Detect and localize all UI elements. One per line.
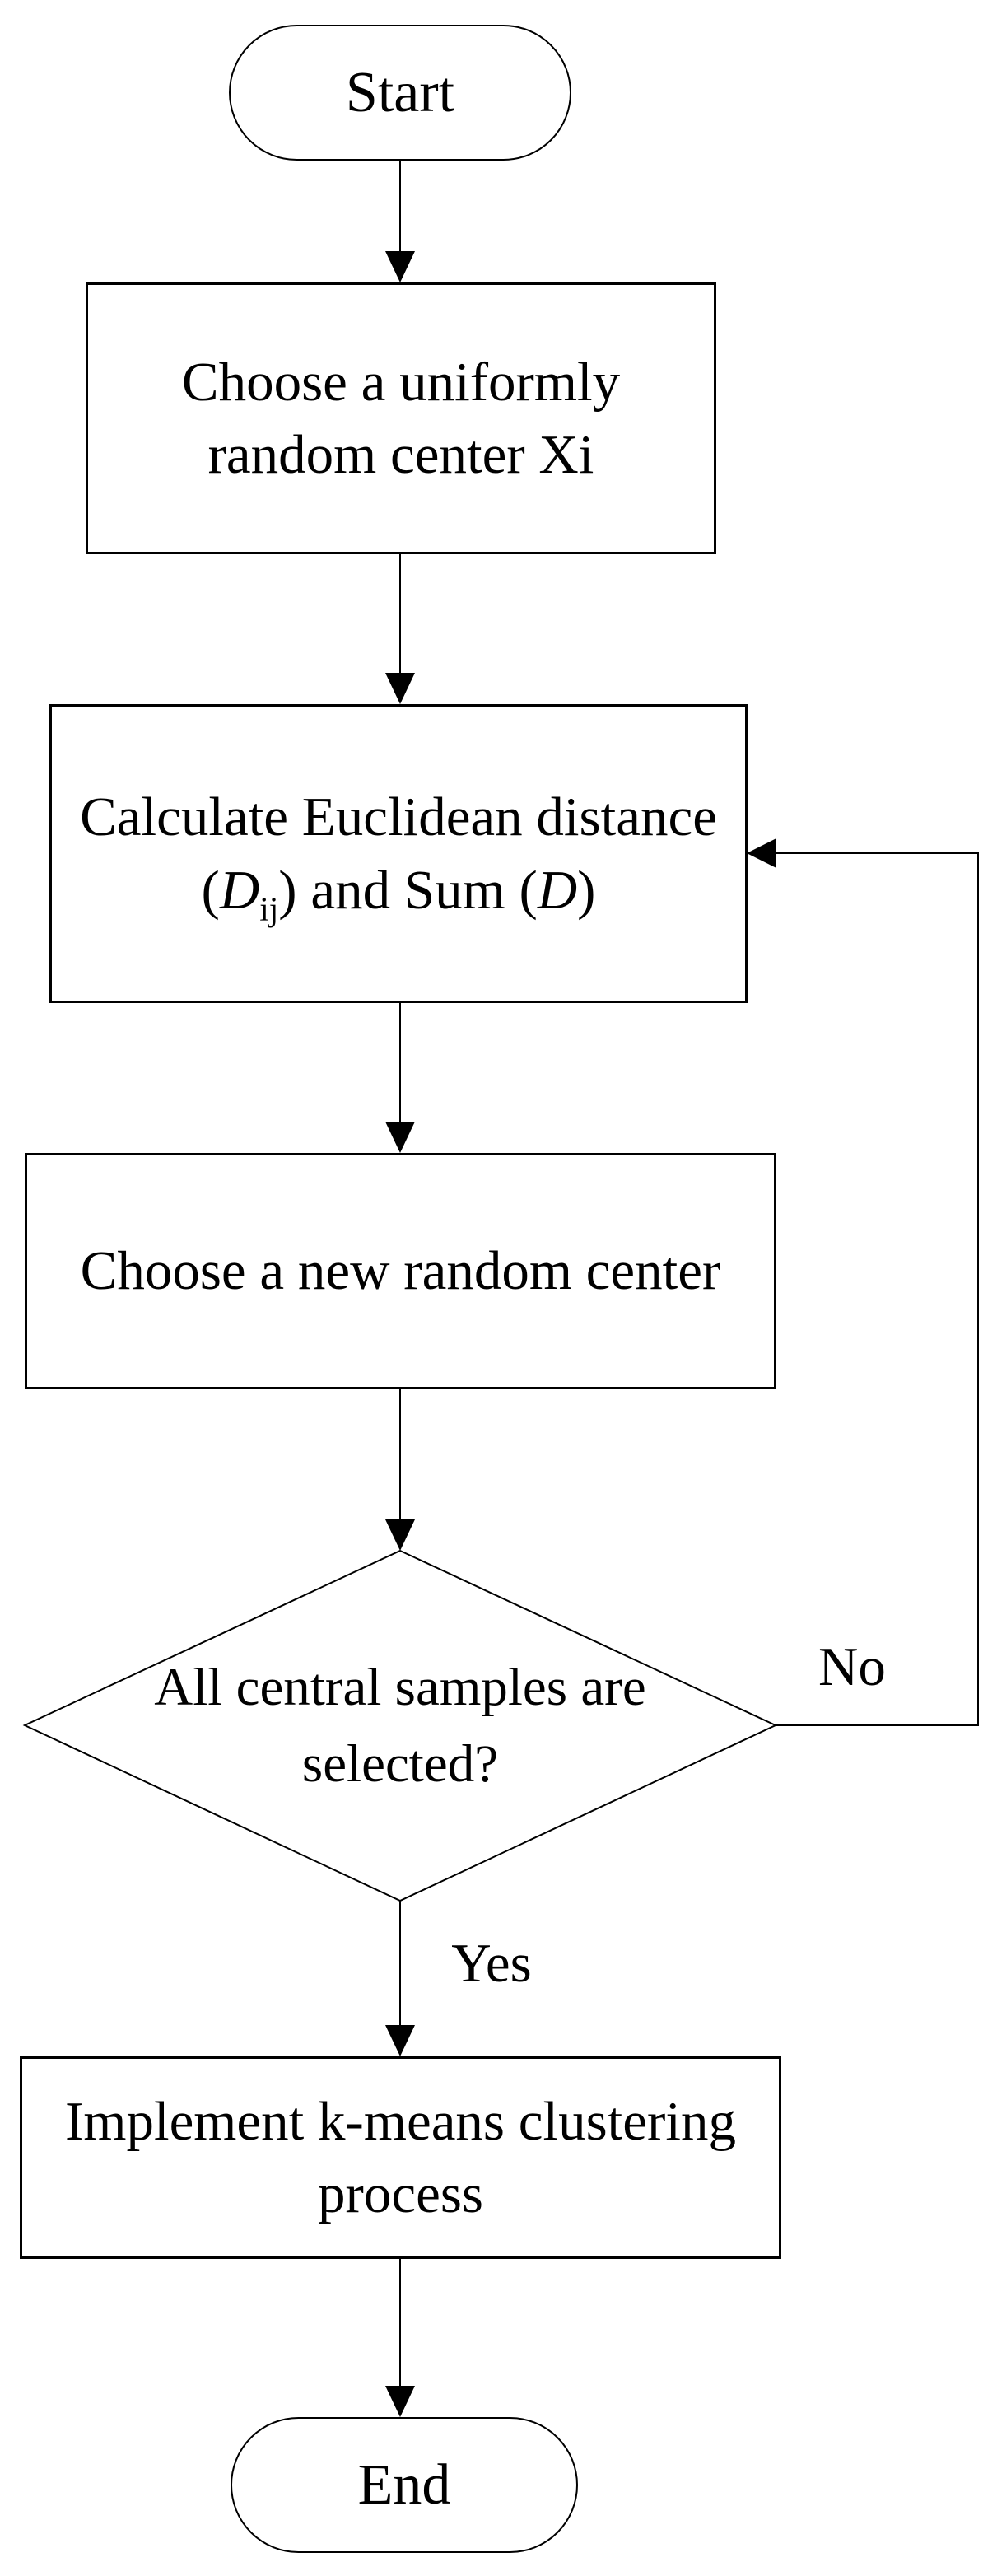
paren-close: ) <box>577 859 596 921</box>
end-terminator: End <box>231 2417 578 2553</box>
arrowhead-down-icon <box>385 1122 415 1153</box>
decision-text-line: selected? <box>301 1734 499 1794</box>
process-text-line-formula: (Dij) and Sum (D) <box>202 854 596 926</box>
arrowhead-down-icon <box>385 251 415 282</box>
variable-D: D <box>537 859 578 921</box>
paren-open: ( <box>201 859 220 921</box>
process-choose-new-center: Choose a new random center <box>25 1153 776 1389</box>
subscript-ij: ij <box>259 889 279 927</box>
end-label: End <box>357 2452 451 2517</box>
process-text-line: process <box>318 2163 483 2224</box>
process-implement-kmeans: Implement k-means clustering process <box>20 2056 781 2259</box>
process-choose-uniform-center: Choose a uniformly random center Xi <box>86 282 716 554</box>
arrowhead-down-icon <box>385 1519 415 1551</box>
process-text-line: Calculate Euclidean distance <box>80 786 717 848</box>
process-text-line: Implement k-means clustering <box>65 2090 736 2152</box>
arrowhead-left-icon <box>747 838 776 868</box>
edge-label-no: No <box>818 1636 886 1697</box>
start-label: Start <box>345 60 455 124</box>
formula-mid: ) and Sum ( <box>278 859 538 921</box>
process-text-line: random center Xi <box>207 424 594 485</box>
process-text-line: Choose a uniformly <box>181 351 621 413</box>
decision-all-samples-selected: All central samples are selected? <box>25 1551 776 1901</box>
start-terminator: Start <box>229 25 571 161</box>
edge-label-yes: Yes <box>451 1933 532 1994</box>
arrowhead-down-icon <box>385 673 415 704</box>
process-calculate-distance: Calculate Euclidean distance (Dij) and S… <box>49 704 748 1003</box>
process-text-line: Choose a new random center <box>80 1240 721 1302</box>
decision-text-line: All central samples are <box>154 1658 646 1718</box>
arrowhead-down-icon <box>385 2386 415 2417</box>
variable-D: D <box>219 859 260 921</box>
arrowhead-down-icon <box>385 2025 415 2056</box>
